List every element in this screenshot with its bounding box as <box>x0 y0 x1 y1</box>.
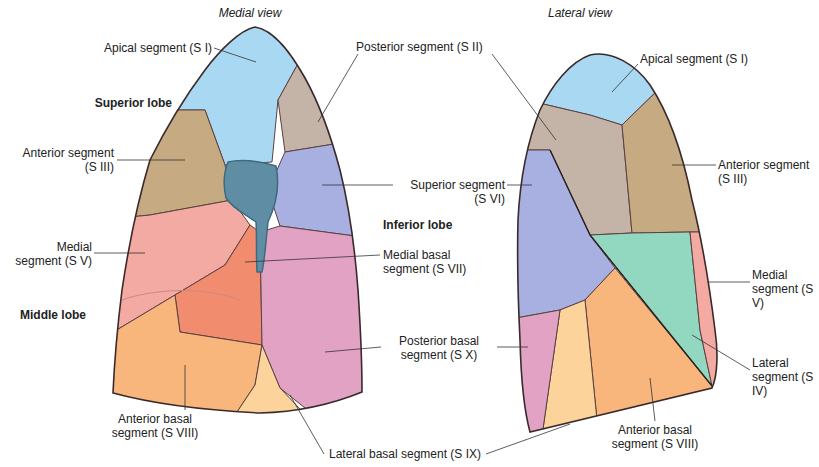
leader-line <box>672 165 716 166</box>
leader-line <box>94 253 145 254</box>
leader-line <box>325 347 381 352</box>
hilum <box>224 160 277 272</box>
leader-line <box>650 378 655 421</box>
leader-line <box>612 64 638 92</box>
apical-segment <box>100 0 420 165</box>
leader-line <box>486 424 570 454</box>
lobe-label: Inferior lobe <box>383 218 493 232</box>
view-title: Lateral view <box>530 6 630 20</box>
segment-label: Lateral segment (S IV) <box>752 356 816 398</box>
segment-label: Anterior basal segment (S VIII) <box>100 412 210 440</box>
oblique-fissure <box>550 150 712 386</box>
segment-label: Anterior segment (S III) <box>10 146 114 174</box>
leader-line <box>507 185 532 186</box>
posterior-segment <box>278 40 420 152</box>
segment-label: Posterior segment (S II) <box>356 40 516 54</box>
lobe-label: Superior lobe <box>60 96 172 110</box>
leader-line <box>185 365 186 410</box>
segment-label: Anterior basal segment (S VIII) <box>600 423 710 451</box>
leader-line <box>245 255 380 262</box>
medial-basal-segment <box>175 225 262 345</box>
segment-label: Medial basal segment (S VII) <box>383 248 483 276</box>
segment-label: Apical segment (S I) <box>80 41 212 55</box>
lobe-label: Middle lobe <box>20 308 120 322</box>
leader-line <box>322 185 393 186</box>
leader-line <box>214 48 256 62</box>
anterior-basal-segment <box>100 295 262 430</box>
middle-lobe-line <box>122 291 240 300</box>
segment-label: Medial segment (S V) <box>752 268 816 310</box>
leader-line <box>318 54 358 122</box>
posterior-basal-segment <box>505 310 560 450</box>
leader-line <box>497 347 528 348</box>
segment-label: Lateral basal segment (S IX) <box>315 447 495 461</box>
view-title: Medial view <box>200 6 300 20</box>
segment-label: Medial segment (S V) <box>12 240 92 268</box>
segment-label: Superior segment (S VI) <box>395 178 505 206</box>
lateral-basal-segment <box>225 345 320 430</box>
leader-line <box>492 54 556 140</box>
segment-label: Posterior basal segment (S X) <box>383 334 495 362</box>
leader-line <box>708 282 750 283</box>
leader-line <box>692 335 750 370</box>
lateral-view-outline <box>518 54 717 432</box>
anterior-basal-segment <box>585 268 720 450</box>
medial-view-outline <box>113 27 362 413</box>
segment-label: Anterior segment (S III) <box>718 158 816 186</box>
anterior-segment <box>622 88 730 233</box>
leader-line <box>117 160 185 161</box>
leader-line <box>290 395 324 454</box>
segment-label: Apical segment (S I) <box>640 52 780 66</box>
